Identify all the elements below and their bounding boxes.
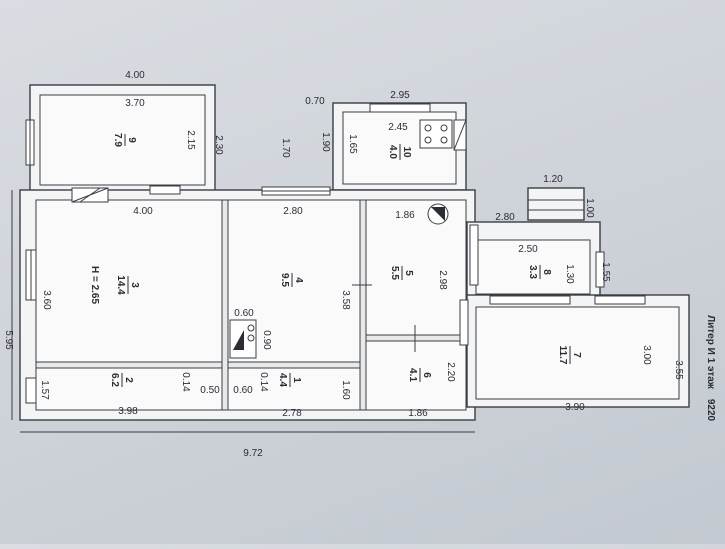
dim-label: 0.50: [200, 385, 220, 396]
svg-text:6: 6: [421, 372, 432, 378]
dim-label: 0.90: [261, 330, 272, 350]
dim-label: 1.57: [39, 380, 50, 400]
dim-label: 1.55: [600, 262, 611, 282]
svg-text:4.4: 4.4: [277, 373, 288, 387]
sheet-title: Литер И 1 этаж 9220: [705, 315, 716, 421]
dim-label: 3.60: [41, 290, 52, 310]
svg-text:9: 9: [126, 137, 137, 143]
room-7-label: 7 11.7: [557, 346, 582, 365]
dim-label: 1.86: [408, 408, 428, 419]
dim-label: 2.98: [437, 270, 448, 290]
dim-label: 0.14: [258, 372, 269, 392]
room-3-height: H = 2.65: [89, 266, 100, 305]
dim-label: 4.00: [125, 70, 145, 81]
svg-text:9.5: 9.5: [279, 273, 290, 287]
dim-label: 0.14: [180, 372, 191, 392]
dim-label: 1.70: [280, 138, 291, 158]
svg-text:5: 5: [403, 270, 414, 276]
dim-label: 2.80: [495, 212, 515, 223]
room-4-label: 4 9.5: [279, 273, 304, 287]
dim-label: 1.60: [340, 380, 351, 400]
room-5-label: 5 5.5: [389, 266, 414, 280]
dim-label: 3.58: [340, 290, 351, 310]
svg-text:7.9: 7.9: [112, 133, 123, 147]
dim-label: 3.00: [641, 345, 652, 365]
svg-text:7: 7: [571, 352, 582, 358]
dim-label: 1.65: [347, 134, 358, 154]
dim-label: 2.20: [445, 362, 456, 382]
svg-text:5.5: 5.5: [389, 266, 400, 280]
svg-text:3: 3: [129, 282, 140, 288]
svg-text:6.2: 6.2: [109, 373, 120, 387]
dim-label: 2.80: [283, 206, 303, 217]
dimension-labels: 4.00 3.70 0.70 2.95 2.45 1.20 4.00 2.80 …: [118, 70, 585, 459]
dim-label: 9.72: [243, 448, 263, 459]
porch: [527, 187, 585, 221]
dim-label: 2.45: [388, 122, 408, 133]
room-1-label: 1 4.4: [277, 373, 302, 387]
room-labels: 9 7.9 10 4.0 3 14.4 H = 2.65 4 9.5 5 5.5: [89, 133, 582, 387]
dim-label: 3.70: [125, 98, 145, 109]
svg-text:4.1: 4.1: [407, 368, 418, 382]
svg-text:8: 8: [541, 269, 552, 275]
dim-label: 1.86: [395, 210, 415, 221]
dim-label: 3.98: [118, 406, 138, 417]
windows: [25, 103, 646, 404]
svg-text:10: 10: [401, 146, 412, 158]
room-10-label: 10 4.0: [387, 144, 412, 160]
dimension-labels-vertical: 2.15 2.30 1.70 1.90 1.65 1.00 1.30 1.55 …: [3, 130, 684, 400]
dim-label: 2.95: [390, 90, 410, 101]
dim-label: 1.90: [320, 132, 331, 152]
dim-label: 0.60: [233, 385, 253, 396]
room-8-label: 8 3.3: [527, 265, 552, 279]
dim-label: 1.30: [564, 264, 575, 284]
svg-text:11.7: 11.7: [557, 346, 568, 365]
dim-label: 0.60: [234, 308, 254, 319]
dim-label: 1.00: [584, 198, 595, 218]
svg-text:4.0: 4.0: [387, 145, 398, 159]
room-9-label: 9 7.9: [112, 133, 137, 147]
dim-label: 3.55: [673, 360, 684, 380]
plan-title: Литер И 1 этаж: [705, 315, 716, 390]
svg-text:1: 1: [291, 377, 302, 383]
partitions: [35, 199, 467, 411]
plan-fragment: 9220: [705, 399, 716, 422]
svg-text:14.4: 14.4: [115, 275, 126, 295]
room-3-label: 3 14.4: [115, 275, 140, 295]
dim-label: 0.70: [305, 96, 325, 107]
dim-label: 2.30: [213, 135, 224, 155]
dim-label: 2.15: [185, 130, 196, 150]
dim-label: 2.78: [282, 408, 302, 419]
svg-text:3.3: 3.3: [527, 265, 538, 279]
room-6-label: 6 4.1: [407, 368, 432, 382]
svg-text:4: 4: [293, 277, 304, 283]
dim-label: 2.50: [518, 244, 538, 255]
dim-label: 4.00: [133, 206, 153, 217]
svg-text:2: 2: [123, 377, 134, 383]
stove-icon: [419, 119, 453, 149]
fixtures: [71, 119, 467, 359]
room-2-label: 2 6.2: [109, 373, 134, 387]
dim-label: 1.20: [543, 174, 563, 185]
dim-label: 3.90: [565, 402, 585, 413]
dim-label: 5.95: [3, 330, 14, 350]
